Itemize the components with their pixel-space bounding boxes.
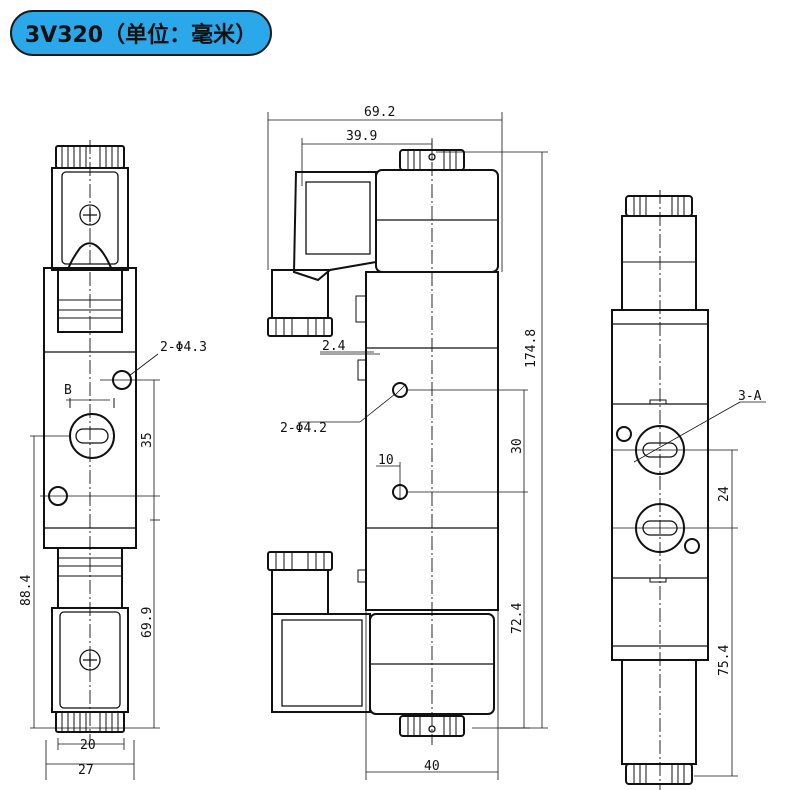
front-dim-35: 35 — [140, 432, 155, 448]
front-dim-20: 20 — [80, 738, 96, 753]
front-dim-69-9: 69.9 — [140, 607, 155, 638]
front-view — [30, 140, 160, 780]
title-badge: 3V320（单位：毫米） — [10, 10, 272, 56]
side-hole-label: 2-Φ4.2 — [280, 421, 327, 436]
front-dim-27: 27 — [78, 763, 94, 778]
side-dim-40: 40 — [424, 759, 440, 774]
rear-view — [611, 190, 766, 790]
side-dim-72-4: 72.4 — [510, 603, 525, 634]
side-dim-174-8: 174.8 — [524, 329, 539, 368]
front-dim-88-4: 88.4 — [19, 575, 34, 606]
side-dim-10: 10 — [378, 453, 394, 468]
rear-dim-75-4: 75.4 — [717, 645, 732, 676]
front-b-label: B — [64, 383, 72, 398]
rear-port-label: 3-A — [738, 389, 762, 404]
side-dim-39-9: 39.9 — [346, 129, 377, 144]
side-dim-30: 30 — [510, 438, 525, 454]
side-view — [267, 112, 548, 780]
rear-dim-24: 24 — [717, 486, 732, 502]
side-dim-2-4: 2.4 — [322, 339, 346, 354]
front-hole-label: 2-Φ4.3 — [160, 340, 207, 355]
side-dim-69-2: 69.2 — [364, 105, 395, 120]
